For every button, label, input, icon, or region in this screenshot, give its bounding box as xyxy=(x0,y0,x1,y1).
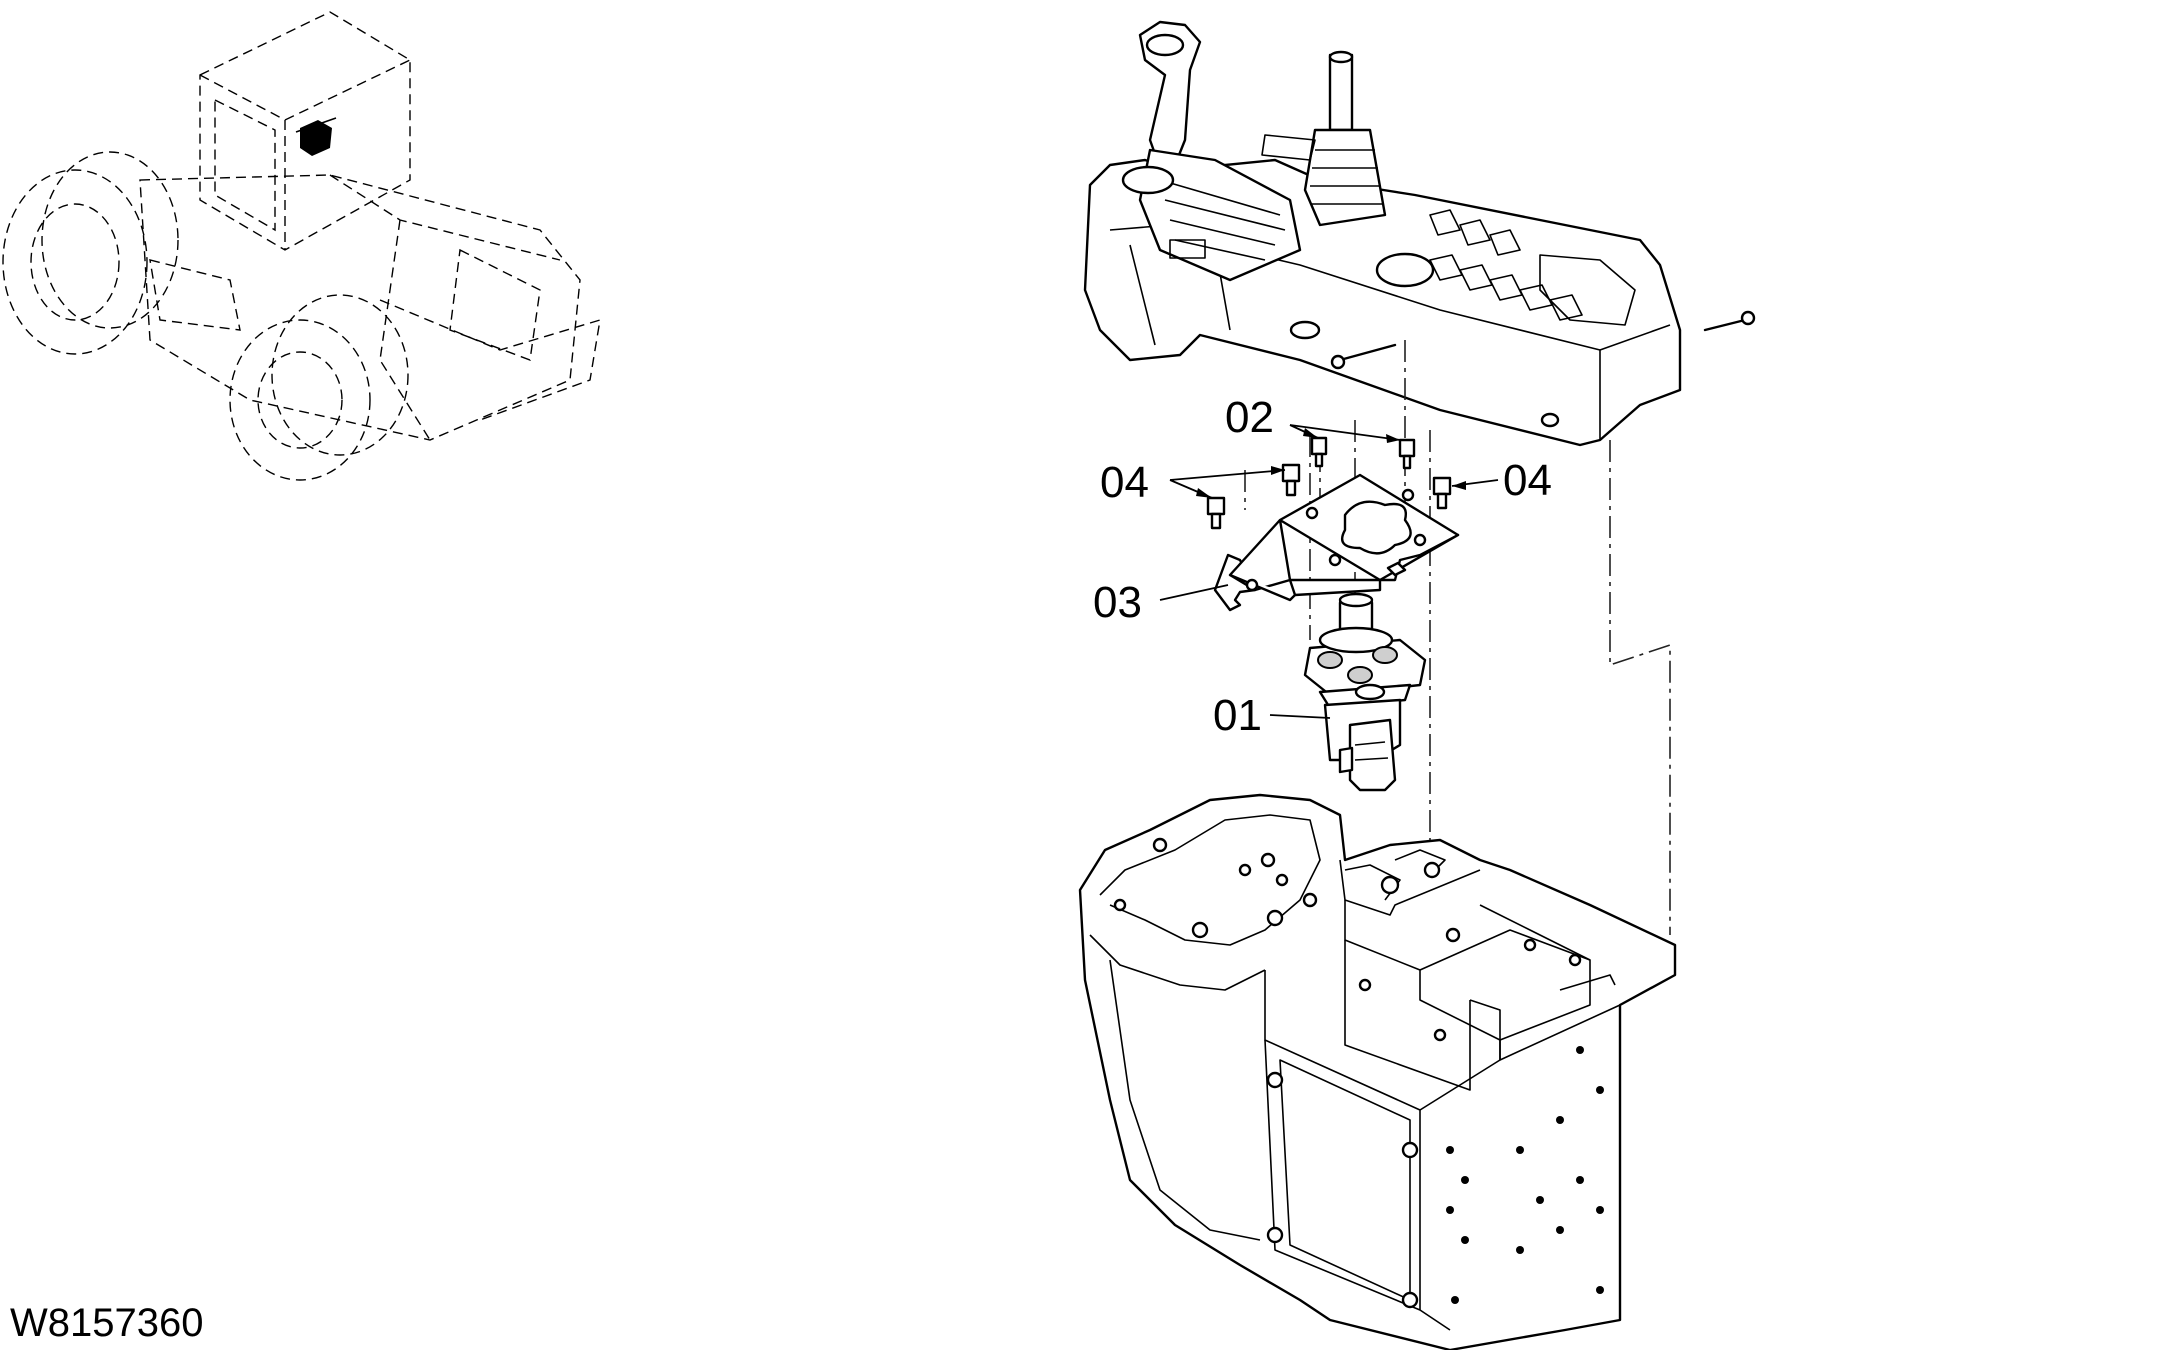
callout-02: 02 xyxy=(1225,393,1274,442)
bolt-icon xyxy=(1206,436,1452,530)
mounting-bracket-icon xyxy=(1213,473,1460,612)
control-valve-icon xyxy=(1303,592,1427,792)
callout-04-left: 04 xyxy=(1100,458,1149,507)
bolt-icon xyxy=(1330,310,1756,370)
callout-leaders xyxy=(1159,424,1499,719)
joystick-console-icon xyxy=(1083,20,1682,447)
callout-04-right: 04 xyxy=(1503,456,1552,505)
machine-overview-icon xyxy=(2,11,601,481)
callout-01: 01 xyxy=(1213,691,1262,740)
console-base-icon xyxy=(1078,793,1677,1350)
drawing-reference-code: W8157360 xyxy=(10,1301,203,1345)
callout-03: 03 xyxy=(1093,578,1142,627)
